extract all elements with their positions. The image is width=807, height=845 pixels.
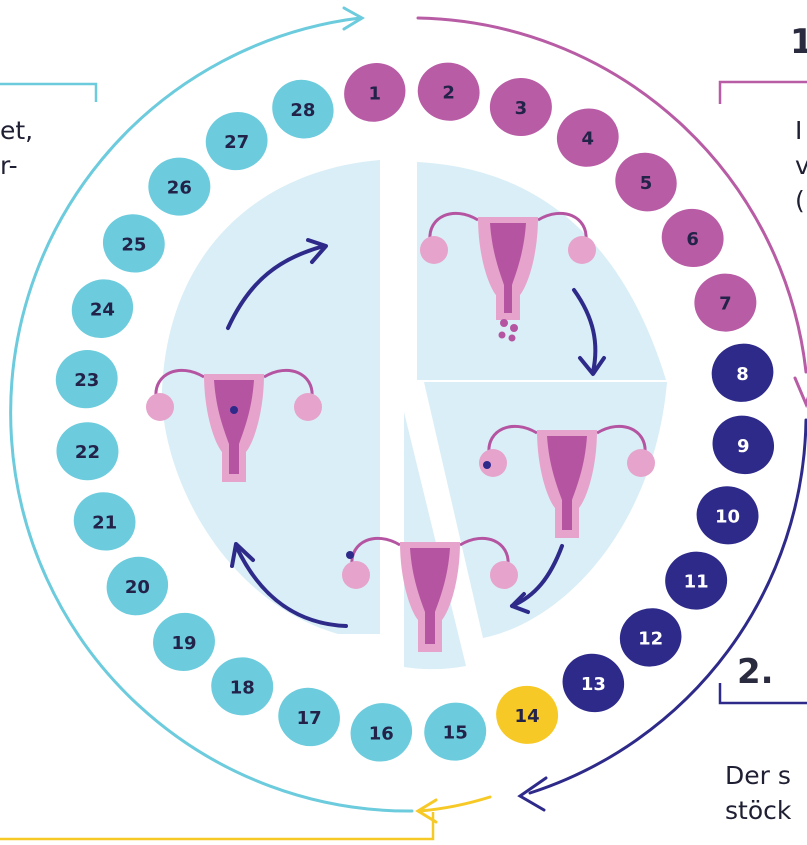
bottom-callout-line bbox=[0, 812, 433, 839]
day-27: 27 bbox=[200, 106, 273, 176]
left-callout-line bbox=[0, 84, 96, 102]
day-3: 3 bbox=[489, 77, 552, 136]
day-label: 9 bbox=[737, 436, 750, 457]
day-21: 21 bbox=[67, 485, 142, 557]
day-label: 3 bbox=[515, 98, 528, 119]
day-label: 21 bbox=[92, 512, 117, 533]
day-26: 26 bbox=[148, 158, 210, 216]
day-9: 9 bbox=[704, 407, 783, 483]
left-text-line-1: et, bbox=[0, 115, 33, 146]
day-label: 22 bbox=[75, 442, 100, 463]
outer-ring bbox=[11, 8, 807, 822]
right-text-line-1: I bbox=[795, 115, 802, 146]
day-20: 20 bbox=[98, 548, 177, 625]
day-label: 16 bbox=[369, 723, 394, 744]
day-label: 5 bbox=[640, 173, 653, 194]
day-1: 1 bbox=[334, 53, 415, 132]
day-label: 24 bbox=[90, 300, 115, 321]
day-label: 25 bbox=[121, 234, 146, 255]
bottom-text-line-2: stöck bbox=[725, 795, 791, 826]
day-label: 27 bbox=[224, 132, 249, 153]
day-label: 20 bbox=[125, 577, 150, 598]
day-label: 6 bbox=[686, 229, 699, 250]
day-label: 1 bbox=[369, 83, 382, 104]
day-11: 11 bbox=[663, 549, 730, 612]
day-22: 22 bbox=[55, 421, 119, 481]
day-label: 8 bbox=[736, 364, 749, 385]
day-23: 23 bbox=[51, 345, 123, 414]
left-text-line-2: r- bbox=[0, 150, 18, 181]
day-label: 14 bbox=[515, 706, 540, 727]
day-24: 24 bbox=[62, 270, 142, 348]
day-7: 7 bbox=[693, 272, 758, 333]
day-25: 25 bbox=[97, 208, 170, 278]
day-label: 11 bbox=[684, 572, 709, 593]
right-text-line-3: ( bbox=[795, 185, 805, 216]
day-8: 8 bbox=[705, 336, 781, 409]
day-label: 18 bbox=[230, 677, 255, 698]
day-12: 12 bbox=[612, 600, 689, 674]
day-label: 26 bbox=[167, 178, 192, 199]
panel-mid-right bbox=[424, 382, 667, 638]
day-6: 6 bbox=[657, 204, 728, 272]
day-label: 13 bbox=[581, 674, 606, 695]
day-15: 15 bbox=[421, 699, 490, 764]
day-2: 2 bbox=[412, 57, 485, 127]
day-label: 19 bbox=[171, 633, 196, 654]
day-label: 7 bbox=[719, 294, 732, 315]
day-label: 10 bbox=[715, 506, 740, 527]
right-callout-line bbox=[720, 82, 807, 104]
day-label: 17 bbox=[297, 708, 322, 729]
phase-number-1: 1 bbox=[790, 22, 807, 62]
day-label: 28 bbox=[290, 100, 315, 121]
day-label: 15 bbox=[443, 723, 468, 744]
phase-number-2: 2. bbox=[737, 652, 774, 692]
panel-left bbox=[162, 160, 380, 634]
ring-arrowhead-follicular bbox=[520, 778, 546, 810]
day-18: 18 bbox=[209, 655, 275, 717]
day-28: 28 bbox=[263, 70, 343, 148]
day-label: 23 bbox=[74, 370, 99, 391]
ring-arrowhead-menstruation bbox=[795, 378, 807, 404]
day-16: 16 bbox=[342, 694, 420, 770]
day-label: 2 bbox=[442, 83, 455, 104]
day-5: 5 bbox=[606, 143, 686, 221]
day-label: 4 bbox=[582, 129, 595, 150]
day-13: 13 bbox=[555, 645, 633, 720]
bottom-text-line-1: Der s bbox=[725, 760, 791, 791]
day-10: 10 bbox=[693, 482, 762, 548]
day-label: 12 bbox=[638, 628, 663, 649]
day-4: 4 bbox=[551, 102, 625, 173]
day-14: 14 bbox=[493, 683, 561, 747]
day-19: 19 bbox=[149, 608, 219, 675]
right-text-line-2: v bbox=[795, 150, 807, 181]
day-17: 17 bbox=[271, 680, 347, 754]
